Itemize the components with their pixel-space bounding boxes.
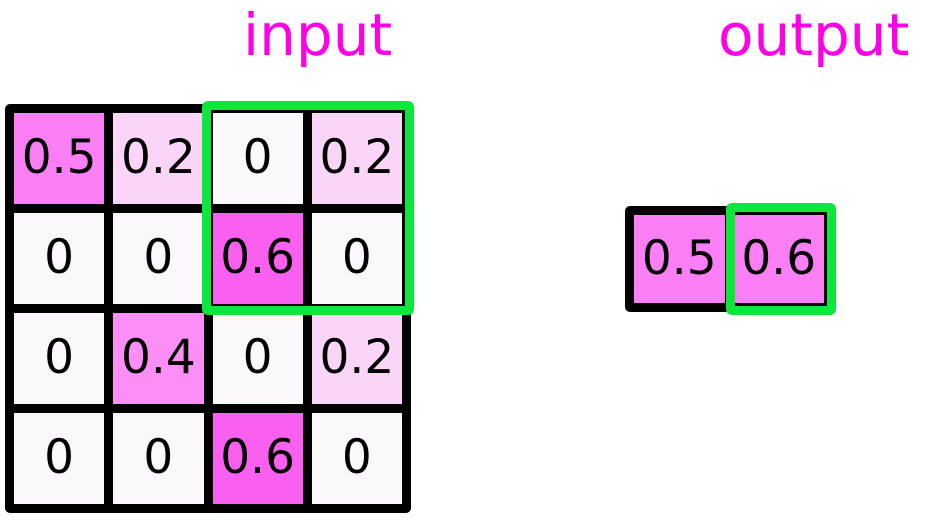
input-cell-r1c4: 0.2 — [311, 113, 402, 204]
input-cell-r1c1: 0.5 — [14, 113, 105, 204]
input-cell-value: 0.4 — [121, 330, 196, 385]
input-cell-value: 0 — [143, 430, 174, 485]
input-cell-value: 0 — [44, 430, 75, 485]
input-cell-value: 0 — [341, 430, 372, 485]
output-cell-value: 0.6 — [741, 230, 817, 286]
input-cell-value: 0.2 — [319, 330, 395, 385]
input-cell-value: 0.2 — [121, 130, 196, 185]
input-cell-r3c2: 0.4 — [113, 313, 204, 404]
input-cell-value: 0 — [242, 130, 273, 185]
input-matrix: 0.5 0.2 0 0.2 0 0 0.6 0 0 0.4 0 0.2 0 0 0.6 0 — [5, 104, 411, 513]
input-cell-r2c2: 0 — [113, 213, 204, 304]
input-cell-value: 0.2 — [319, 130, 395, 185]
input-cell-value: 0.6 — [220, 230, 295, 285]
input-cell-value: 0.6 — [220, 430, 295, 485]
input-cell-value: 0 — [242, 330, 273, 385]
input-cell-value: 0 — [44, 230, 75, 285]
output-matrix: 0.5 0.6 — [625, 206, 833, 312]
input-cell-value: 0 — [143, 230, 174, 285]
input-cell-r3c1: 0 — [14, 313, 105, 404]
input-cell-r4c2: 0 — [113, 413, 204, 504]
input-cell-r4c1: 0 — [14, 413, 105, 504]
output-cell-r1c2: 0.6 — [733, 215, 824, 303]
input-cell-r4c4: 0 — [311, 413, 402, 504]
input-cell-value: 0 — [44, 330, 75, 385]
input-cell-r2c1: 0 — [14, 213, 105, 304]
output-title: output — [718, 1, 910, 69]
input-cell-r4c3: 0.6 — [212, 413, 303, 504]
input-cell-r2c3: 0.6 — [212, 213, 303, 304]
input-cell-value: 0.5 — [21, 130, 97, 185]
input-cell-r1c3: 0 — [212, 113, 303, 204]
input-title: input — [243, 1, 393, 69]
output-cell-value: 0.5 — [641, 230, 717, 286]
input-cell-r1c2: 0.2 — [113, 113, 204, 204]
output-cell-r1c1: 0.5 — [634, 215, 725, 303]
input-cell-value: 0 — [341, 230, 372, 285]
input-cell-r3c3: 0 — [212, 313, 303, 404]
input-cell-r2c4: 0 — [311, 213, 402, 304]
input-cell-r3c4: 0.2 — [311, 313, 402, 404]
